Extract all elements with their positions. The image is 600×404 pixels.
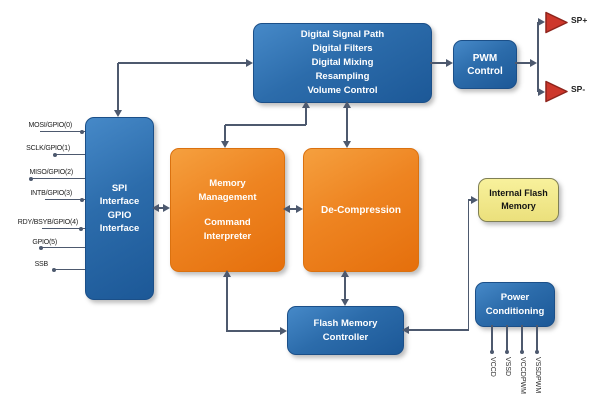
- pin-label: VSSD: [504, 357, 511, 377]
- arrowhead-right: [280, 327, 287, 335]
- block-label-line: Interface: [99, 223, 140, 234]
- pin-label: RDY/BSYB/GPIO(4): [17, 219, 78, 226]
- line-segment: [305, 108, 307, 125]
- line-segment: [157, 207, 165, 209]
- pin-wire: [506, 325, 508, 351]
- pin-dot: [535, 350, 539, 354]
- pin-dot: [52, 268, 56, 272]
- line-segment: [538, 21, 541, 23]
- block-label-line: Control: [467, 65, 503, 77]
- pin-dot: [505, 350, 509, 354]
- block-power-conditioning: Power Conditioning: [475, 282, 555, 327]
- line-segment: [515, 62, 531, 64]
- pin-wire: [54, 269, 85, 271]
- pin-dot: [79, 227, 83, 231]
- line-segment: [226, 276, 228, 332]
- arrowhead-right: [530, 59, 537, 67]
- pin-label: INTB/GPIO(3): [30, 190, 72, 197]
- arrowhead-right: [446, 59, 453, 67]
- sp-minus-label: SP-: [571, 84, 586, 94]
- pin-dot: [53, 153, 57, 157]
- pin-label: GPIO(5): [32, 239, 57, 246]
- arrowhead-down: [114, 110, 122, 117]
- block-memory-management-command-interpreter: Memory Management Command Interpreter: [170, 148, 285, 272]
- block-label-line: Digital Mixing: [311, 57, 374, 68]
- speaker-amp-triangle-sp-plus: [545, 11, 568, 34]
- pin-wire: [41, 247, 85, 249]
- arrowhead-right: [538, 18, 545, 26]
- block-label-line: Interpreter: [203, 230, 252, 242]
- line-segment: [408, 329, 469, 331]
- speaker-amp-triangle-sp-minus: [545, 80, 568, 103]
- block-internal-flash-memory: Internal Flash Memory: [478, 178, 559, 222]
- pin-label: MOSI/GPIO(0): [28, 122, 73, 129]
- block-label-line: Memory: [209, 178, 246, 189]
- block-label-line: Resampling: [315, 71, 370, 82]
- block-digital-signal-path: Digital Signal Path Digital Filters Digi…: [253, 23, 432, 103]
- line-segment: [468, 199, 473, 201]
- pin-wire: [42, 228, 85, 230]
- block-spi-gpio-interface: SPI Interface GPIO Interface: [85, 117, 154, 300]
- pin-wire: [40, 131, 85, 133]
- pin-wire: [31, 178, 85, 180]
- block-decompression: De-Compression: [303, 148, 419, 272]
- arrowhead-down: [221, 141, 229, 148]
- line-segment: [117, 63, 119, 110]
- pin-wire: [521, 325, 523, 351]
- block-label-line: Conditioning: [485, 305, 545, 317]
- block-label-line: Interface: [99, 196, 140, 207]
- arrowhead-right: [471, 196, 478, 204]
- arrowhead-down: [341, 299, 349, 306]
- line-segment: [225, 124, 306, 126]
- block-pwm-control: PWM Control: [453, 40, 517, 89]
- pin-wire: [45, 199, 85, 201]
- pin-label: VCCD: [489, 357, 496, 377]
- block-label-line: Power: [500, 291, 530, 303]
- arrowhead-right: [163, 204, 170, 212]
- line-segment: [118, 62, 246, 64]
- line-segment: [288, 208, 298, 210]
- line-segment: [227, 330, 281, 332]
- block-label-line: Flash Memory: [313, 317, 378, 329]
- block-flash-memory-controller: Flash Memory Controller: [287, 306, 404, 355]
- arrowhead-right: [538, 88, 545, 96]
- pin-dot: [39, 246, 43, 250]
- block-label-line: Digital Signal Path: [300, 29, 385, 40]
- line-segment: [467, 200, 469, 330]
- sp-plus-label: SP+: [571, 15, 588, 25]
- line-segment: [537, 22, 539, 92]
- pin-dot: [80, 198, 84, 202]
- pin-label: SSB: [34, 261, 49, 268]
- block-label-line: Memory: [501, 201, 536, 211]
- block-label-line: Controller: [322, 331, 369, 343]
- pin-label: SCLK/GPIO(1): [26, 145, 70, 152]
- pin-dot: [520, 350, 524, 354]
- pin-wire: [491, 325, 493, 351]
- block-label-line: GPIO: [107, 209, 132, 221]
- block-label-line: Command: [204, 217, 251, 228]
- block-label-line: SPI: [111, 182, 128, 194]
- block-label-line: Management: [198, 191, 257, 203]
- block-label-line: Digital Filters: [312, 43, 373, 54]
- pin-dot: [29, 177, 33, 181]
- arrowhead-right: [296, 205, 303, 213]
- pin-wire: [536, 325, 538, 351]
- pin-dot: [490, 350, 494, 354]
- block-label-line: Internal Flash: [489, 188, 548, 198]
- pin-label: VCCDPWM: [519, 357, 526, 394]
- block-label-line: De-Compression: [320, 204, 401, 216]
- block-label-line: PWM: [472, 52, 498, 64]
- pin-wire: [55, 154, 85, 156]
- block-label-line: Volume Control: [307, 85, 378, 96]
- line-segment: [344, 276, 346, 300]
- arrowhead-down: [343, 141, 351, 148]
- line-segment: [430, 62, 447, 64]
- pin-dot: [80, 130, 84, 134]
- pin-label: MISO/GPIO(2): [29, 169, 74, 176]
- arrowhead-right: [246, 59, 253, 67]
- pin-label: VSSDPWM: [534, 357, 541, 394]
- line-segment: [224, 125, 226, 141]
- line-segment: [346, 107, 348, 141]
- line-segment: [538, 91, 541, 93]
